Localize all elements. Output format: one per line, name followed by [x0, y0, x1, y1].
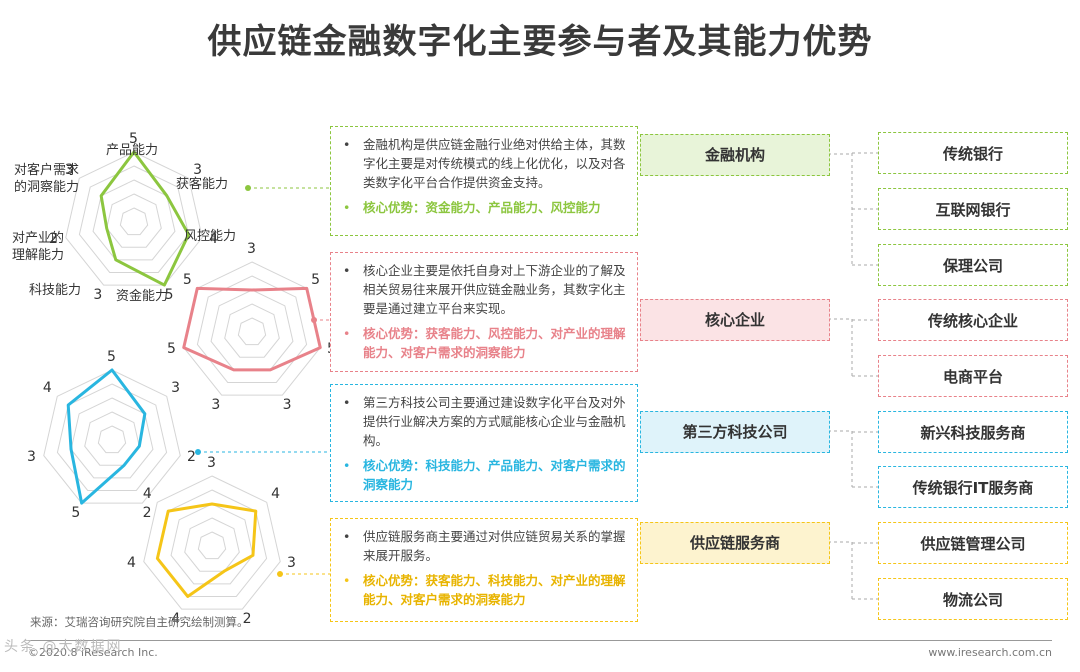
radar-value-label: 3: [171, 379, 181, 396]
radar-value-label: 3: [282, 396, 292, 413]
radar-dimension-label: 资金能力: [116, 289, 169, 304]
radar-grid-ring: [84, 411, 140, 466]
bullet-icon: •: [343, 529, 351, 544]
radar-grid-ring: [65, 151, 203, 286]
radar-series-4: [155, 502, 258, 598]
radar-value-label: 2: [242, 610, 252, 627]
radar-grid-ring: [43, 369, 181, 504]
radar-grid-ring: [97, 425, 127, 454]
radar-value-label: 3: [27, 449, 36, 466]
subtype-box: 保理公司: [878, 244, 1068, 286]
connector-dot: [311, 317, 317, 323]
radar-grid-ring: [143, 475, 281, 610]
radar-value-label: 4: [271, 485, 281, 502]
radar-value-label: 5: [167, 341, 176, 358]
subtype-box: 供应链管理公司: [878, 522, 1068, 564]
category-box: 金融机构: [640, 134, 830, 176]
copyright: ©2020.8 iResearch Inc.: [28, 646, 158, 659]
category-box: 核心企业: [640, 299, 830, 341]
radar-value-label: 5: [164, 286, 174, 303]
radar-dimension-label: 对产业的理解能力: [12, 231, 65, 263]
connector-dot: [245, 185, 251, 191]
radar-grid-ring: [78, 165, 190, 273]
radar-grid-ring: [106, 193, 162, 248]
radar-value-label: 4: [42, 379, 52, 396]
radar-value-label: 5: [311, 271, 321, 288]
participant-description: • 核心企业主要是依托自身对上下游企业的了解及相关贸易往来展开供应链金融业务，其数…: [330, 252, 638, 372]
radar-value-label: 3: [207, 455, 216, 471]
radar-value-label: 5: [129, 131, 138, 147]
radar-dimension-label: 科技能力: [29, 283, 82, 298]
advantage-text: 核心优势：科技能力、产品能力、对客户需求的洞察能力: [363, 458, 626, 492]
radar-value-label: 5: [107, 349, 116, 365]
radar-grid-ring: [92, 179, 176, 261]
radar-grid-ring: [119, 207, 149, 236]
footer-divider: [28, 640, 1052, 641]
subtype-box: 新兴科技服务商: [878, 411, 1068, 453]
radar-grid-ring: [196, 275, 308, 383]
radar-value-label: 3: [64, 161, 74, 178]
radar-dimension-label: 风控能力: [184, 229, 237, 244]
subtype-box: 互联网银行: [878, 188, 1068, 230]
subtype-box: 物流公司: [878, 578, 1068, 620]
subtype-box: 传统银行: [878, 132, 1068, 174]
radar-value-label: 3: [193, 161, 203, 178]
radar-value-label: 4: [171, 610, 181, 627]
radar-value-label: 2: [186, 449, 196, 466]
connector-dot: [277, 571, 283, 577]
radar-dimension-label: 对客户需求的洞察能力: [14, 163, 80, 195]
bullet-icon: •: [343, 137, 351, 152]
page-title: 供应链金融数字化主要参与者及其能力优势: [207, 22, 873, 62]
bullet-icon: •: [343, 326, 351, 341]
website-link[interactable]: www.iresearch.com.cn: [928, 646, 1052, 659]
bullet-icon: •: [343, 263, 351, 278]
subtype-box: 传统核心企业: [878, 299, 1068, 341]
bullet-icon: •: [343, 395, 351, 410]
radar-grid-ring: [170, 503, 254, 585]
participant-description: • 供应链服务商主要通过对供应链贸易关系的掌握来展开服务。 • 核心优势：获客能力、科…: [330, 518, 638, 622]
radar-value-label: 5: [71, 504, 81, 521]
radar-dimension-label: 产品能力: [106, 143, 159, 158]
radar-series-1: [99, 150, 191, 287]
radar-dimension-label: 获客能力: [176, 177, 229, 192]
radar-value-label: 2: [142, 504, 152, 521]
category-box: 供应链服务商: [640, 522, 830, 564]
radar-value-label: 3: [211, 396, 221, 413]
source-note: 来源：艾瑞咨询研究院自主研究绘制测算。: [30, 615, 249, 629]
bullet-icon: •: [343, 458, 351, 473]
radar-grid-ring: [197, 531, 227, 560]
advantage-text: 核心优势：获客能力、科技能力、对产业的理解能力、对客户需求的洞察能力: [363, 573, 626, 607]
radar-value-label: 2: [49, 231, 58, 248]
radar-grid-ring: [237, 317, 267, 346]
description-text: 核心企业主要是依托自身对上下游企业的了解及相关贸易往来展开供应链金融业务，其数字…: [363, 263, 626, 316]
radar-value-label: 3: [286, 555, 296, 572]
radar-value-label: 3: [93, 286, 103, 303]
subtype-box: 电商平台: [878, 355, 1068, 397]
category-box: 第三方科技公司: [640, 411, 830, 453]
radar-value-label: 5: [182, 271, 192, 288]
advantage-text: 核心优势：资金能力、产品能力、风控能力: [363, 200, 601, 215]
radar-value-label: 4: [127, 555, 136, 572]
radar-grid-ring: [224, 303, 280, 358]
advantage-text: 核心优势：获客能力、风控能力、对产业的理解能力、对客户需求的洞察能力: [363, 326, 626, 360]
connector-dot: [195, 449, 201, 455]
bullet-icon: •: [343, 573, 351, 588]
participant-description: • 第三方科技公司主要通过建设数字化平台及对外提供行业解决方案的方式赋能核心企业与…: [330, 384, 638, 502]
radar-value-label: 4: [208, 231, 218, 248]
watermark-text: 头条 @大数据网: [4, 639, 123, 655]
bullet-icon: •: [343, 200, 351, 215]
description-text: 金融机构是供应链金融行业绝对供给主体，其数字化主要是对传统模式的线上化优化，以及…: [363, 137, 626, 190]
participant-description: • 金融机构是供应链金融行业绝对供给主体，其数字化主要是对传统模式的线上化优化，以…: [330, 126, 638, 236]
description-text: 供应链服务商主要通过对供应链贸易关系的掌握来展开服务。: [363, 529, 626, 563]
radar-grid-ring: [184, 517, 240, 572]
subtype-box: 传统银行IT服务商: [878, 466, 1068, 508]
radar-value-label: 4: [142, 485, 152, 502]
radar-series-2: [182, 286, 322, 372]
description-text: 第三方科技公司主要通过建设数字化平台及对外提供行业解决方案的方式赋能核心企业与金…: [363, 395, 626, 448]
radar-value-label: 3: [247, 241, 256, 257]
radar-series-3: [66, 368, 147, 505]
radar-grid-ring: [56, 383, 168, 491]
